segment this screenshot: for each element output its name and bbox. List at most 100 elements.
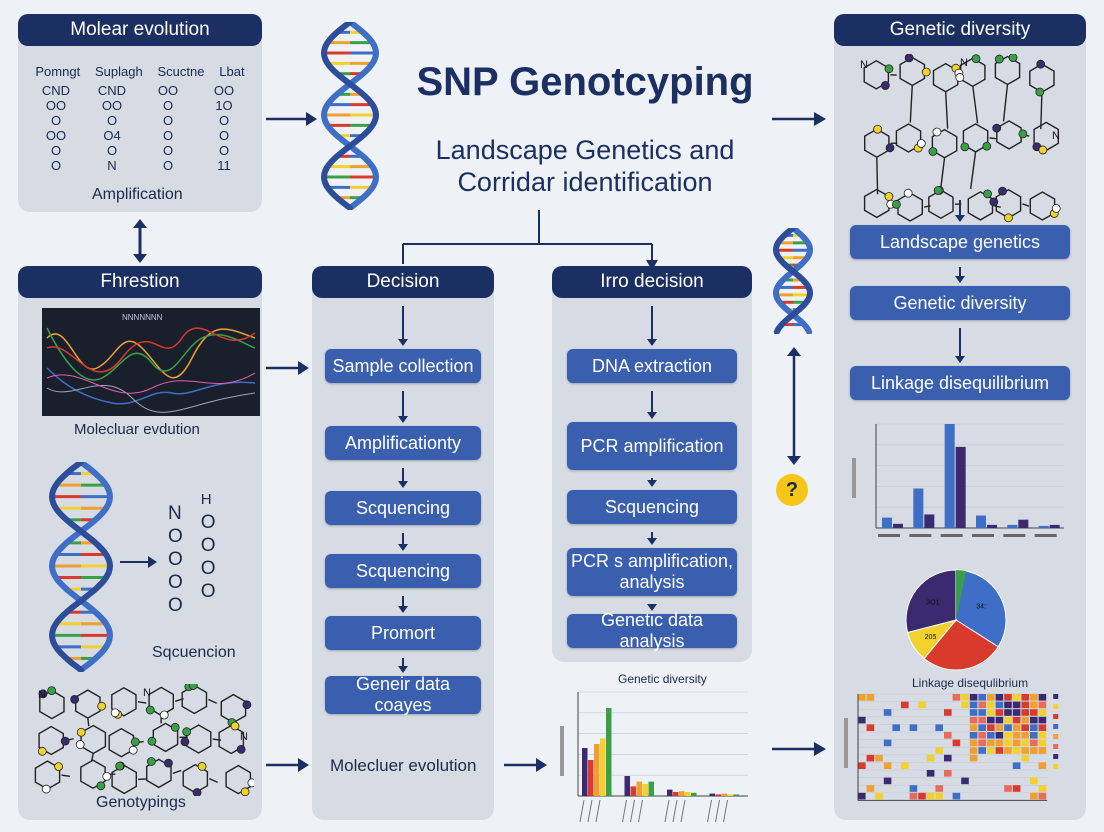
down-arrow-icon xyxy=(398,658,408,673)
heatmap-cell xyxy=(918,792,926,800)
arrow-to-helix xyxy=(266,112,317,126)
bar xyxy=(1018,519,1029,528)
bar xyxy=(944,424,955,528)
atom-dot xyxy=(230,721,240,731)
heatmap-cell xyxy=(987,709,995,716)
down-arrow-icon xyxy=(955,328,965,363)
heatmap-cell xyxy=(952,739,961,747)
heatmap-cell xyxy=(1038,716,1047,724)
step-box: DNA extraction xyxy=(567,349,737,383)
molecular-table-cell: O xyxy=(50,143,62,158)
bar xyxy=(924,514,935,528)
heatmap-cell xyxy=(995,701,1004,709)
heatmap-cell xyxy=(1030,732,1038,739)
heatmap-cell xyxy=(1012,701,1021,709)
heatmap-cell xyxy=(901,762,909,769)
bar xyxy=(582,748,588,796)
atom-dot xyxy=(1004,213,1013,223)
atom-dot xyxy=(242,700,252,710)
heatmap-cell xyxy=(1004,739,1012,747)
atom-dot xyxy=(180,737,190,747)
heatmap-cell xyxy=(858,716,866,724)
molecular-table-cell: CND xyxy=(41,83,71,98)
heatmap-cell xyxy=(969,694,978,701)
bar xyxy=(679,791,685,796)
molecular-table-cell: CND xyxy=(97,83,127,98)
bar xyxy=(955,446,966,528)
genetic-panel-header: Genetic diversity xyxy=(834,14,1086,46)
heatmap-cell xyxy=(892,724,900,731)
right-bar-chart xyxy=(852,423,1064,537)
heatmap-cell xyxy=(1021,747,1029,754)
step-box: Genetic diversity xyxy=(850,286,1070,320)
heatmap-cell xyxy=(944,754,952,762)
heatmap-cell xyxy=(858,694,866,701)
heatmap-cell xyxy=(1012,732,1021,739)
heatmap-cell xyxy=(1004,709,1012,716)
molecular-table-cell: OO xyxy=(45,98,67,113)
heatmap-cell xyxy=(935,785,943,792)
waveform-tag: NNNNNNN xyxy=(122,313,163,322)
atom-dot xyxy=(128,745,138,755)
pie-label: 205 xyxy=(925,634,937,641)
down-arrow-icon xyxy=(647,532,657,545)
molecular-table-cell: O xyxy=(106,143,118,158)
heatmap-cell xyxy=(961,694,969,701)
down-arrow-icon xyxy=(647,391,657,419)
atom-label: N xyxy=(860,59,868,71)
ld-title: Linkage disequlibrium xyxy=(912,676,1029,690)
heatmap-cell xyxy=(987,694,995,701)
heatmap-cell xyxy=(987,716,995,724)
bar xyxy=(685,792,691,796)
heatmap-cell xyxy=(978,739,986,747)
heatmap-cell xyxy=(1012,739,1021,747)
heatmap-cell xyxy=(1030,701,1038,709)
heatmap-cell xyxy=(866,785,875,792)
heatmap-cell xyxy=(969,709,978,716)
heatmap-cell xyxy=(926,770,935,777)
heatmap-cell xyxy=(987,701,995,709)
atom-dot xyxy=(76,727,86,737)
atom-dot xyxy=(982,141,992,151)
atom-dot xyxy=(240,787,250,796)
vertical-double-arrow-right-icon xyxy=(787,347,801,465)
vertical-double-arrow-icon xyxy=(133,219,147,263)
atom-dot xyxy=(145,705,155,715)
step-box: Genetic data analysis xyxy=(567,610,737,651)
heatmap-cell xyxy=(978,724,986,731)
heatmap-cell xyxy=(909,724,918,731)
page-subtitle: Landscape Genetics and Corridar identifi… xyxy=(390,134,780,199)
heatmap-cell xyxy=(1030,724,1038,731)
bar xyxy=(673,792,679,796)
atom-dot xyxy=(989,197,999,207)
heatmap-cell xyxy=(1004,785,1012,792)
heatmap-cell xyxy=(1004,732,1012,739)
heatmap-cell xyxy=(1021,724,1029,731)
down-arrow-icon xyxy=(398,391,408,423)
heatmap-cell xyxy=(935,724,943,731)
heatmap-cell xyxy=(935,747,943,754)
atom-dot xyxy=(873,124,883,134)
heatmap-cell xyxy=(883,709,892,716)
molecular-table-cell: O xyxy=(218,128,230,143)
heatmap-cell xyxy=(987,724,995,731)
atom-dot xyxy=(1035,87,1045,97)
heatmap-cell xyxy=(1004,747,1012,754)
heatmap-cell xyxy=(866,724,875,731)
bar xyxy=(733,794,739,796)
atom-dot xyxy=(928,147,938,156)
heatmap-cell xyxy=(1004,724,1012,731)
heatmap-cell xyxy=(969,747,978,754)
bar xyxy=(721,793,727,796)
molecule-structure-icon: NNN xyxy=(34,684,254,796)
heatmap-cell xyxy=(875,754,883,762)
bar xyxy=(642,784,648,796)
atom-dot xyxy=(170,722,180,732)
bar xyxy=(1038,525,1049,528)
molecular-table-cell: N xyxy=(107,158,117,173)
heatmap-cell xyxy=(1012,724,1021,731)
step-box: Amplificationty xyxy=(325,426,481,460)
heatmap-cell xyxy=(978,732,986,739)
